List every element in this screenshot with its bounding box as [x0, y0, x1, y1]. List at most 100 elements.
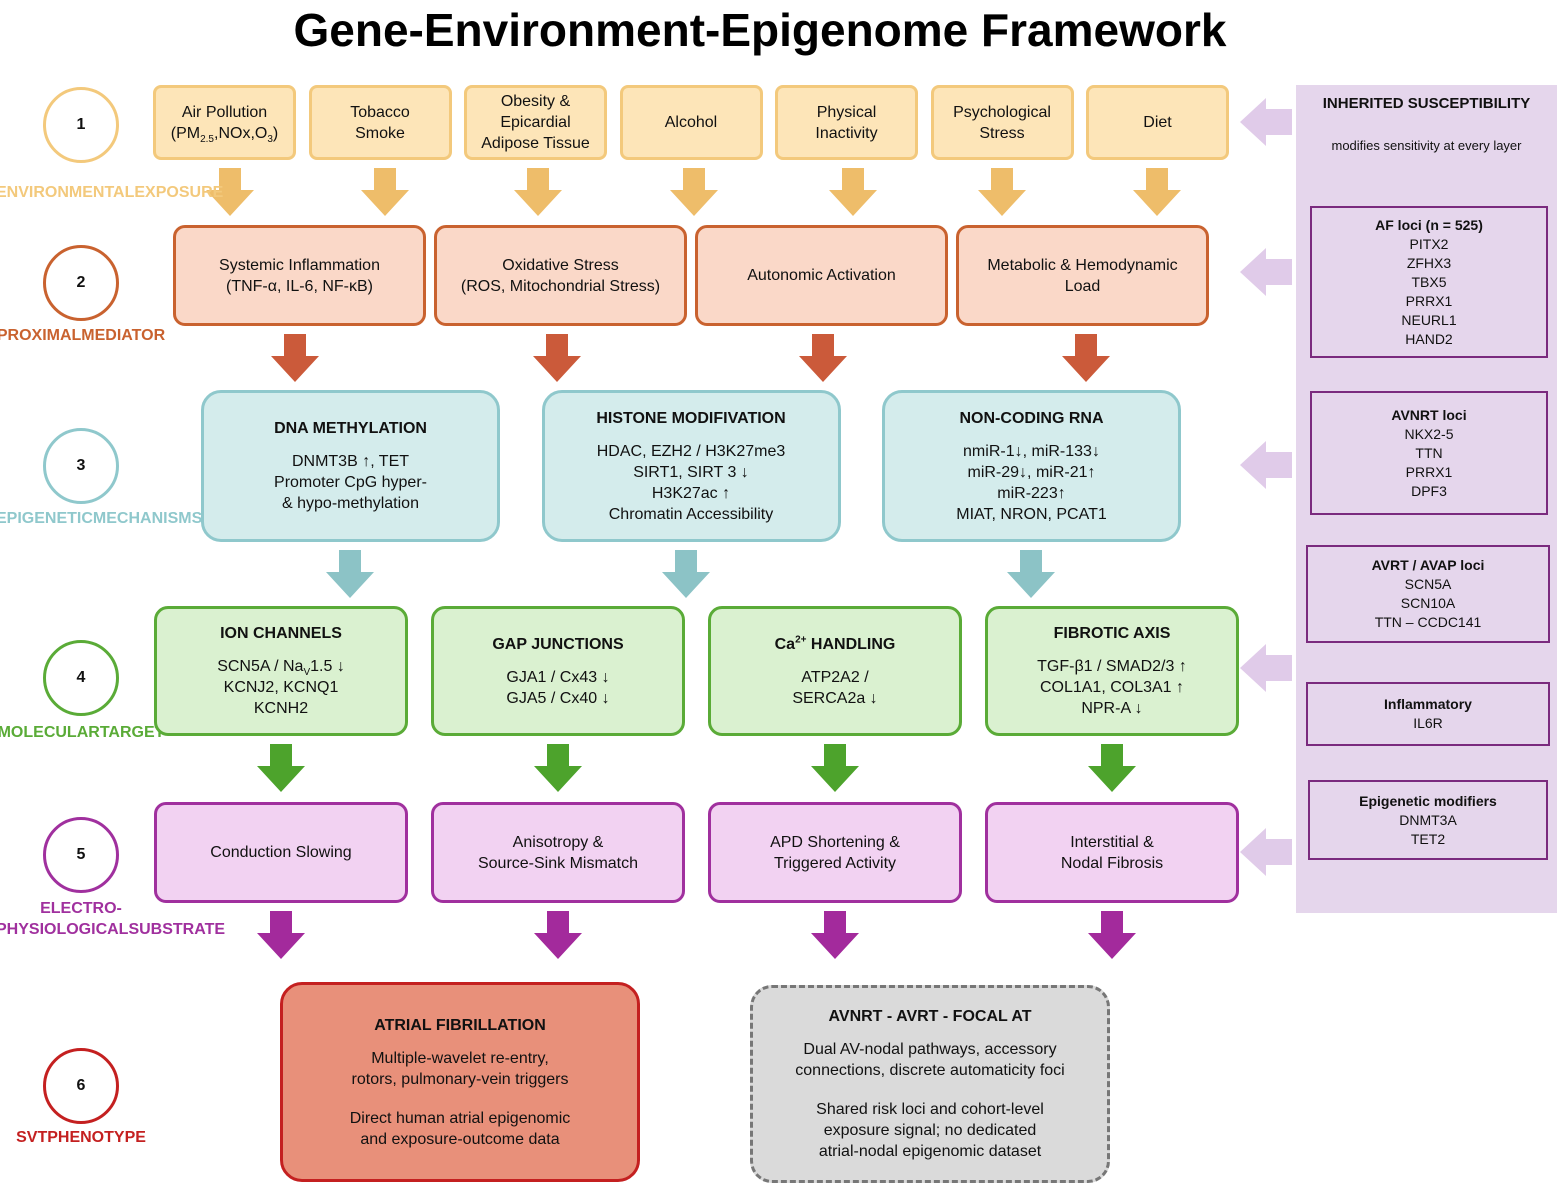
- locus-item: SCN5A: [1404, 576, 1452, 592]
- epi-arrow: [662, 550, 710, 598]
- af-text: Direct human atrial epigenomic: [349, 1109, 571, 1127]
- box-text-line: GJA1 / Cx43 ↓: [506, 668, 610, 686]
- locus-item: DPF3: [1411, 482, 1447, 499]
- locus-item: NKX2-5: [1404, 425, 1454, 442]
- level-label-line: PROXIMAL: [0, 327, 82, 344]
- env-arrow: [978, 168, 1026, 216]
- prox-arrow: [1062, 334, 1110, 382]
- box-text-line: Tobacco: [350, 103, 410, 121]
- box-header: FIBROTIC AXIS: [1053, 625, 1171, 642]
- level-label: SVTPHENOTYPE: [0, 1127, 166, 1148]
- level-label: ENVIRONMENTALEXPOSURE: [0, 182, 223, 203]
- epi-arrow: [1007, 550, 1055, 598]
- substrate-box: Interstitial &Nodal Fibrosis: [985, 802, 1239, 903]
- epigenetic-mechanism-box: HISTONE MODIFIVATION HDAC, EZH2 / H3K27me…: [541, 390, 841, 542]
- box-text-line: Stress: [979, 124, 1025, 142]
- loci-group-header: AF loci (n = 525): [1375, 216, 1483, 233]
- locus-item: TET2: [1410, 830, 1446, 847]
- box-text-line: Interstitial &: [1070, 833, 1154, 851]
- box-text-line: ATP2A2 /: [801, 668, 869, 686]
- proximal-mediator-box: Oxidative Stress(ROS, Mitochondrial Stre…: [434, 225, 687, 326]
- environmental-exposure-box: Alcohol: [619, 85, 763, 160]
- side-arrow: [1240, 248, 1292, 296]
- loci-group-header: AVNRT loci: [1391, 406, 1467, 423]
- box-text-line: SERCA2a ↓: [792, 689, 878, 707]
- box-text-line: Inactivity: [815, 124, 878, 142]
- box-text-line: Conduction Slowing: [210, 844, 352, 861]
- environmental-exposure-box: Diet: [1086, 85, 1229, 160]
- box-text-line: Psychological: [953, 103, 1051, 121]
- locus-item: TTN: [1415, 444, 1443, 461]
- level-circle: 1: [43, 87, 119, 163]
- box-text-line: Promoter CpG hyper-: [274, 474, 427, 491]
- level-label-line: ELECTRO-: [40, 900, 122, 917]
- env-arrow: [1133, 168, 1181, 216]
- prox-arrow: [799, 334, 847, 382]
- box-text-line: HDAC, EZH2 / H3K27me3: [596, 442, 786, 460]
- mol-arrow: [257, 744, 305, 792]
- locus-item: PRRX1: [1405, 463, 1453, 480]
- box-text-line: SIRT1, SIRT 3 ↓: [633, 463, 749, 481]
- box-text-line: H3K27ac ↑: [651, 484, 731, 502]
- prox-arrow: [533, 334, 581, 382]
- box-text-line: Smoke: [355, 124, 405, 142]
- box-text-line: Epicardial: [500, 114, 571, 131]
- subs-arrow: [257, 911, 305, 959]
- box-text-line: GJA5 / Cx40 ↓: [506, 689, 610, 707]
- svt-text: Shared risk loci and cohort-level: [816, 1101, 1044, 1118]
- box-text-line: NPR-A ↓: [1081, 700, 1143, 717]
- box-text-line: COL1A1, COL3A1 ↑: [1039, 679, 1185, 696]
- svt-text: exposure signal; no dedicated: [823, 1122, 1037, 1139]
- loci-group-header: Inflammatory: [1384, 696, 1472, 712]
- level-label-line: SVT: [16, 1129, 48, 1146]
- epi-arrow: [326, 550, 374, 598]
- env-arrow: [829, 168, 877, 216]
- level-label-line: TARGET: [99, 724, 165, 741]
- box-text-line: Load: [1064, 277, 1101, 295]
- prox-arrow: [271, 334, 319, 382]
- box-text-line: APD Shortening &: [770, 833, 900, 851]
- box-text-line: Alcohol: [664, 114, 718, 131]
- level-circle: 2: [43, 245, 119, 321]
- level-circle: 4: [43, 640, 119, 716]
- proximal-mediator-box: Systemic Inflammation(TNF-α, IL-6, NF-κB…: [173, 225, 426, 326]
- inherited-subtitle: modifies sensitivity at every layer: [1331, 138, 1522, 153]
- side-arrow: [1240, 644, 1292, 692]
- locus-item: PRRX1: [1405, 292, 1453, 309]
- env-arrow: [361, 168, 409, 216]
- mol-arrow: [811, 744, 859, 792]
- level-label: PROXIMALMEDIATOR: [0, 325, 166, 346]
- level-label: EPIGENETICMECHANISMS: [0, 508, 202, 529]
- box-text-line: nmiR-1↓, miR-133↓: [963, 442, 1100, 460]
- level-label-line: MEDIATOR: [81, 327, 166, 344]
- box-text-line: KCNJ2, KCNQ1: [223, 679, 339, 696]
- svt-text: connections, discrete automaticity foci: [795, 1062, 1065, 1079]
- box-header: HISTONE MODIFIVATION: [596, 409, 786, 427]
- page-title: Gene-Environment-Epigenome Framework: [293, 4, 1227, 56]
- box-text-line: MIAT, NRON, PCAT1: [956, 505, 1107, 523]
- af-text: Multiple-wavelet re-entry,: [371, 1049, 549, 1067]
- substrate-box: Anisotropy &Source-Sink Mismatch: [431, 802, 685, 903]
- box-text-line: miR-29↓, miR-21↑: [967, 463, 1096, 481]
- mol-arrow: [534, 744, 582, 792]
- loci-group-header: Epigenetic modifiers: [1359, 792, 1497, 809]
- level-circle: 5: [43, 817, 119, 893]
- svt-phenotype-box: AVNRT - AVRT - FOCAL AT Dual AV-nodal pa…: [750, 985, 1110, 1183]
- box-text-line: Adipose Tissue: [481, 135, 590, 152]
- box-text-line: Oxidative Stress: [502, 256, 619, 274]
- box-text-line: Diet: [1143, 114, 1172, 131]
- subs-arrow: [534, 911, 582, 959]
- env-arrow: [514, 168, 562, 216]
- svt-text: Dual AV-nodal pathways, accessory: [803, 1041, 1057, 1058]
- af-header: ATRIAL FIBRILLATION: [374, 1016, 546, 1034]
